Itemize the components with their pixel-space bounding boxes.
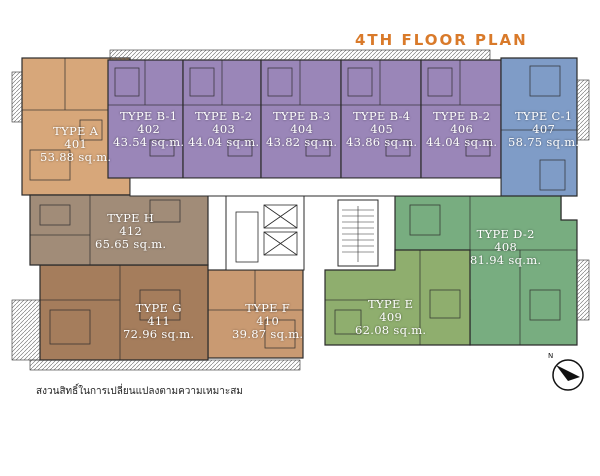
unit-type: TYPE F xyxy=(245,301,291,315)
unit-area: 43.86 sq.m. xyxy=(346,135,418,149)
unit-402-area xyxy=(107,59,184,179)
unit-number: 408 xyxy=(494,240,518,254)
unit-number: 403 xyxy=(212,122,236,136)
unit-410-area xyxy=(207,269,304,359)
unit-type: TYPE A xyxy=(53,124,99,138)
page-title: 4TH FLOOR PLAN xyxy=(355,31,528,49)
unit-area: 81.94 sq.m. xyxy=(470,253,542,267)
unit-number: 406 xyxy=(450,122,474,136)
unit-406-area xyxy=(420,59,502,179)
unit-area: 72.96 sq.m. xyxy=(123,327,195,341)
unit-area: 39.87 sq.m. xyxy=(232,327,304,341)
unit-number: 411 xyxy=(147,314,171,328)
north-label: N xyxy=(548,352,554,360)
unit-number: 407 xyxy=(532,122,556,136)
unit-number: 409 xyxy=(379,310,403,324)
unit-type: TYPE B-2 xyxy=(195,109,253,123)
unit-area: 43.54 sq.m. xyxy=(113,135,185,149)
unit-type: TYPE B-3 xyxy=(273,109,331,123)
unit-area: 58.75 sq.m. xyxy=(508,135,580,149)
unit-area: 44.04 sq.m. xyxy=(188,135,260,149)
corridor xyxy=(129,177,502,197)
unit-type: TYPE B-1 xyxy=(120,109,178,123)
unit-number: 404 xyxy=(290,122,314,136)
unit-number: 410 xyxy=(256,314,280,328)
unit-area: 43.82 sq.m. xyxy=(266,135,338,149)
unit-area: 62.08 sq.m. xyxy=(355,323,427,337)
unit-type: TYPE B-2 xyxy=(433,109,491,123)
unit-number: 401 xyxy=(64,137,88,151)
unit-404-area xyxy=(260,59,342,179)
unit-405-area xyxy=(340,59,422,179)
unit-type: TYPE G xyxy=(135,301,182,315)
unit-type: TYPE H xyxy=(107,211,155,225)
unit-number: 412 xyxy=(119,224,143,238)
disclaimer-text: สงวนสิทธิ์ในการเปลี่ยนแปลงตามความเหมาะสม xyxy=(36,386,243,397)
unit-type: TYPE E xyxy=(368,297,414,311)
unit-type: TYPE D-2 xyxy=(476,227,535,241)
unit-number: 405 xyxy=(370,122,394,136)
unit-number: 402 xyxy=(137,122,161,136)
unit-area: 44.04 sq.m. xyxy=(426,135,498,149)
unit-type: TYPE C-1 xyxy=(514,109,573,123)
unit-area: 65.65 sq.m. xyxy=(95,237,167,251)
unit-type: TYPE B-4 xyxy=(353,109,411,123)
unit-area: 53.88 sq.m. xyxy=(40,150,112,164)
north-arrow-icon xyxy=(552,359,584,391)
